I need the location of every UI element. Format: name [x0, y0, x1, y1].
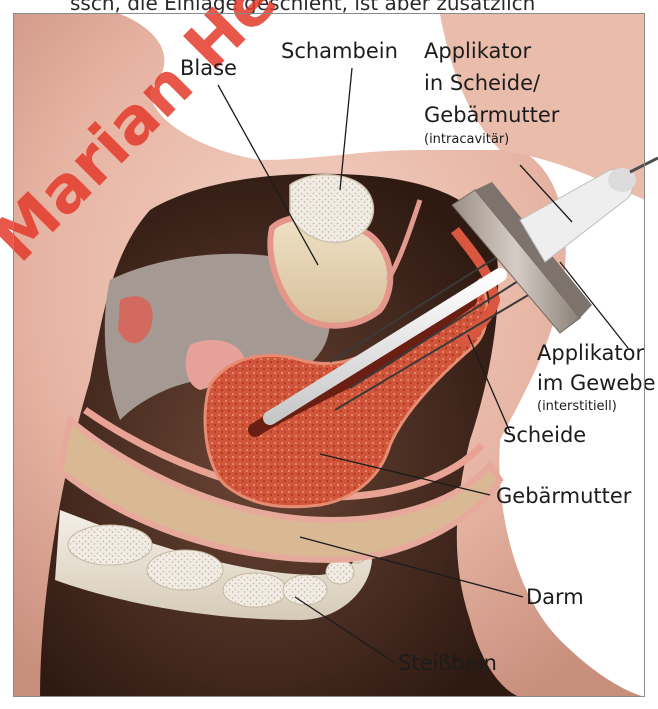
label-steissbein: Steißbein	[398, 652, 497, 676]
label-schambein: Schambein	[281, 40, 398, 64]
label-applikator-top-sub: (intracavitär)	[424, 133, 509, 148]
label-applikator-mid-line2: im Gewebe	[537, 372, 656, 396]
label-applikator-top-line1: Applikator	[424, 40, 531, 64]
label-applikator-mid-sub: (interstitiell)	[537, 400, 617, 415]
label-blase: Blase	[180, 57, 237, 81]
label-gebaermutter: Gebärmutter	[496, 485, 631, 509]
label-applikator-mid-line1: Applikator	[537, 342, 644, 366]
label-scheide: Scheide	[503, 424, 586, 448]
label-darm: Darm	[526, 586, 584, 610]
label-applikator-top-line2: in Scheide/	[424, 72, 540, 96]
label-applikator-top-line3: Gebärmutter	[424, 104, 559, 128]
